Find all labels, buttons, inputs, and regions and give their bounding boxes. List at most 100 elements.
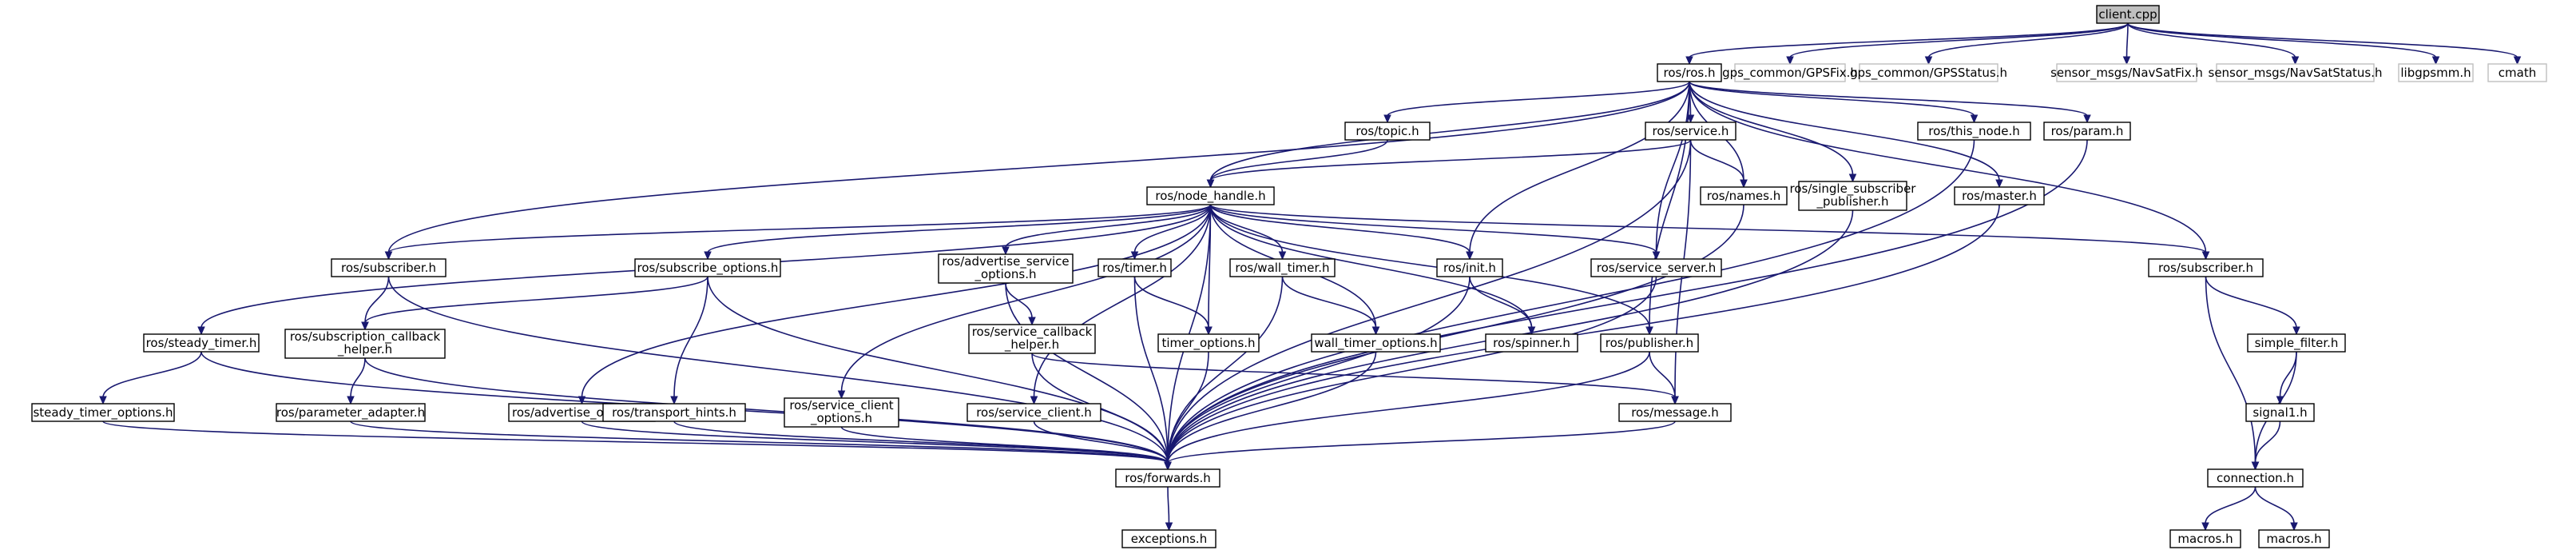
edge-transporthints-to-forwards	[673, 420, 1172, 471]
node-subscriber[interactable]: ros/subscriber.h	[331, 258, 447, 277]
node-names[interactable]: ros/names.h	[1700, 186, 1788, 205]
node-steadytimeropts[interactable]: steady_timer_options.h	[31, 403, 175, 422]
node-label: ros/subscribe_options.h	[637, 261, 779, 276]
node-label-line: ros/service_callback	[972, 325, 1093, 340]
node-cmath[interactable]: cmath	[2487, 63, 2547, 82]
arrow-head-icon	[1924, 56, 1933, 66]
node-spinner[interactable]: ros/spinner.h	[1485, 333, 1578, 353]
node-macros1[interactable]: macros.h	[2169, 529, 2241, 548]
edge-signal1-to-connection	[2251, 420, 2281, 471]
node-box	[1734, 63, 1846, 82]
edge-line	[102, 420, 1169, 464]
node-transporthints[interactable]: ros/transport_hints.h	[602, 403, 746, 422]
edge-client-to-gpsfix	[1786, 22, 2129, 66]
edge-line	[1167, 276, 1657, 464]
node-walltimeropts[interactable]: wall_timer_options.h	[1311, 333, 1441, 353]
node-label: macros.h	[2266, 532, 2321, 546]
node-navsatstatus[interactable]: sensor_msgs/NavSatStatus.h	[2209, 63, 2383, 82]
node-label: ros/service_client.h	[976, 405, 1092, 420]
edge-line	[840, 204, 1212, 393]
node-serviceclientopts[interactable]: ros/service_client_options.h	[784, 397, 899, 428]
node-subcbhelper[interactable]: ros/subscription_callback_helper.h	[284, 329, 446, 359]
node-service[interactable]: ros/service.h	[1645, 122, 1737, 141]
arrow-head-icon	[1995, 179, 2003, 189]
node-box	[1917, 122, 2031, 141]
node-box	[2245, 403, 2315, 422]
node-box	[1590, 258, 1722, 277]
edge-nodehandle-to-msubscriber	[1209, 204, 2210, 261]
node-serviceserver[interactable]: ros/service_server.h	[1590, 258, 1722, 277]
node-singlesub[interactable]: ros/single_subscriber_publisher.h	[1790, 181, 1917, 211]
edge-line	[1133, 276, 1169, 464]
node-thisnode[interactable]: ros/this_node.h	[1917, 122, 2031, 141]
node-paramadapter[interactable]: ros/parameter_adapter.h	[276, 403, 426, 422]
node-forwards[interactable]: ros/forwards.h	[1115, 468, 1221, 488]
node-exceptions[interactable]: exceptions.h	[1121, 529, 1217, 548]
node-publisher[interactable]: ros/publisher.h	[1600, 333, 1699, 353]
node-master[interactable]: ros/master.h	[1954, 186, 2045, 205]
edge-paramadapter-to-forwards	[350, 420, 1172, 471]
node-label: ros/subscriber.h	[341, 261, 436, 275]
node-box	[1657, 63, 1722, 82]
node-box	[602, 403, 746, 422]
node-nodehandle[interactable]: ros/node_handle.h	[1146, 186, 1275, 205]
node-subscribeopts[interactable]: ros/subscribe_options.h	[634, 258, 781, 277]
edge-ros-to-topic	[1383, 81, 1690, 124]
node-walltimer[interactable]: ros/wall_timer.h	[1229, 258, 1336, 277]
arrow-head-icon	[1686, 114, 1695, 124]
edge-line	[581, 204, 1212, 398]
edge-msubscriber-to-connection	[2205, 276, 2260, 471]
node-message[interactable]: ros/message.h	[1618, 403, 1732, 422]
edge-init-to-spinner	[1469, 276, 1536, 336]
node-param[interactable]: ros/param.h	[2043, 122, 2131, 141]
node-gpsstatus[interactable]: gps_common/GPSStatus.h	[1850, 63, 2007, 82]
node-signal1[interactable]: signal1.h	[2245, 403, 2315, 422]
node-msubscriber[interactable]: ros/subscriber.h	[2148, 258, 2264, 277]
edge-line	[2127, 22, 2437, 58]
arrow-head-icon	[1685, 56, 1693, 66]
edge-client-to-navsatstatus	[2127, 22, 2300, 66]
node-steadytimer[interactable]: ros/steady_timer.h	[143, 333, 260, 353]
arrow-head-icon	[1740, 179, 1748, 189]
node-serviceclient[interactable]: ros/service_client.h	[966, 403, 1101, 422]
node-topic[interactable]: ros/topic.h	[1344, 122, 1431, 141]
node-label-line: _helper.h	[337, 342, 392, 357]
node-servicecbhelper[interactable]: ros/service_callback_helper.h	[968, 324, 1096, 354]
node-navsatfix[interactable]: sensor_msgs/NavSatFix.h	[2050, 63, 2203, 82]
edge-line	[1031, 353, 1676, 398]
edge-service-to-nodehandle	[1206, 139, 1692, 189]
edge-line	[2205, 276, 2256, 464]
node-init[interactable]: ros/init.h	[1436, 258, 1503, 277]
edge-line	[673, 276, 708, 398]
edge-subscribeopts-to-transporthints	[670, 276, 708, 405]
node-ros[interactable]: ros/ros.h	[1657, 63, 1722, 82]
node-gpsfix[interactable]: gps_common/GPSFix.h	[1722, 63, 1858, 82]
node-client[interactable]: client.cpp	[2096, 5, 2160, 24]
node-macros2[interactable]: macros.h	[2258, 529, 2330, 548]
arrow-head-icon	[1645, 326, 1653, 336]
arrow-head-icon	[1786, 56, 1794, 66]
node-timer[interactable]: ros/timer.h	[1097, 258, 1172, 277]
node-simplefilter[interactable]: simple_filter.h	[2247, 333, 2346, 353]
node-box	[2056, 63, 2197, 82]
node-label: client.cpp	[2098, 7, 2157, 22]
node-box	[31, 403, 175, 422]
arrow-head-icon	[2290, 522, 2298, 532]
edge-ros-to-nodehandle	[1206, 81, 1690, 189]
node-connection[interactable]: connection.h	[2207, 468, 2304, 488]
arrow-head-icon	[384, 251, 393, 261]
edge-client-to-libgpsmm	[2127, 22, 2440, 66]
edge-line	[1689, 81, 2207, 253]
node-label-line: _helper.h	[1004, 337, 1059, 353]
edge-line	[1209, 204, 1471, 253]
edge-line	[2205, 486, 2256, 524]
node-label-line: ros/subscription_callback	[290, 329, 441, 345]
edge-line	[387, 81, 1690, 253]
node-timeropts[interactable]: timer_options.h	[1157, 333, 1260, 353]
edge-line	[1005, 282, 1033, 319]
node-libgpsmm[interactable]: libgpsmm.h	[2398, 63, 2474, 82]
node-box	[276, 403, 426, 422]
node-advserviceopts[interactable]: ros/advertise_service_options.h	[938, 253, 1074, 284]
node-label: ros/message.h	[1631, 405, 1719, 420]
edge-line	[1927, 22, 2129, 58]
